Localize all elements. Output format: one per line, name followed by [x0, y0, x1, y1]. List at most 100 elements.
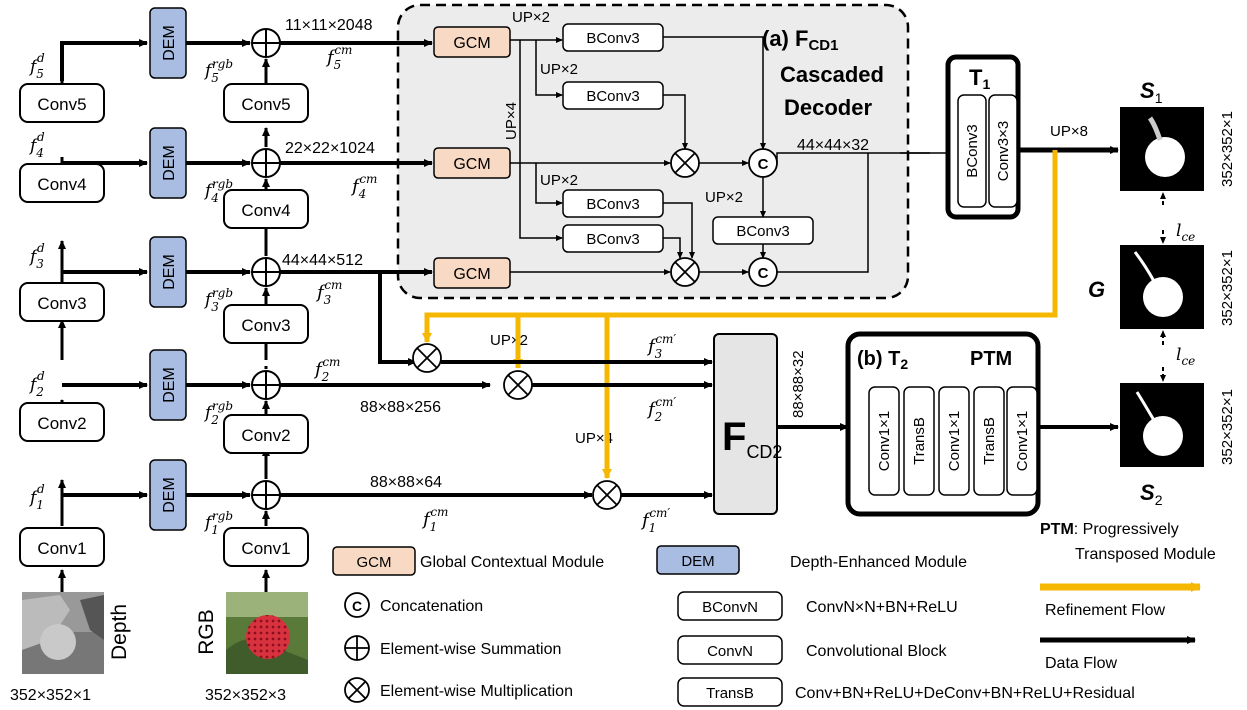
bconv3-d: BConv3 — [562, 224, 664, 253]
svg-text:C: C — [352, 598, 362, 614]
svg-text:Conv4: Conv4 — [241, 201, 290, 220]
svg-text:Conv5: Conv5 — [241, 95, 290, 114]
svg-text:22×22×1024: 22×22×1024 — [285, 140, 375, 157]
sum-3 — [251, 257, 281, 287]
svg-text:BConv3: BConv3 — [736, 223, 789, 240]
svg-text:88×88×64: 88×88×64 — [370, 474, 442, 491]
depth-feature-labels: f5d f4d f3d f2d f1d — [28, 51, 45, 512]
s2-map — [1120, 383, 1204, 467]
svg-text:BConvN: BConvN — [702, 599, 758, 616]
depth-conv2: Conv2 — [19, 402, 105, 442]
svg-text:11×11×2048: 11×11×2048 — [285, 17, 373, 34]
dem-4: DEM — [149, 127, 187, 199]
svg-text:352×352×3: 352×352×3 — [205, 687, 286, 704]
rgb-convs: Conv5 Conv4 Conv3 Conv2 Conv1 — [223, 83, 309, 567]
svg-text:UP×4: UP×4 — [575, 430, 613, 447]
svg-text:UP×2: UP×2 — [490, 332, 528, 349]
rgb-conv3: Conv3 — [223, 304, 309, 344]
svg-text:GCM: GCM — [453, 266, 490, 283]
panel-a-title: (a) FCD1 Cascaded Decoder — [762, 26, 884, 120]
svg-text:f5d: f5d — [28, 51, 45, 81]
t1-block: T1 BConv3 Conv3×3 — [945, 54, 1021, 220]
gcm-3: GCM — [433, 257, 511, 289]
svg-text:Conv3: Conv3 — [37, 294, 86, 313]
dem-5: DEM — [149, 7, 187, 79]
svg-text:352×352×1: 352×352×1 — [10, 687, 91, 704]
sum-4 — [251, 148, 281, 178]
svg-text:f2d: f2d — [28, 369, 45, 399]
rgb-conv5: Conv5 — [223, 83, 309, 123]
depth-input: Depth 352×352×1 — [10, 592, 131, 704]
ptm-block: (b) T2 PTM Conv1×1 TransB Conv1×1 TransB… — [845, 331, 1041, 517]
svg-text:PTM: Progressively: PTM: Progressively — [1040, 521, 1179, 538]
svg-text:Data Flow: Data Flow — [1045, 655, 1117, 672]
bconv3-c: BConv3 — [562, 189, 664, 218]
legend-data: Data Flow — [1040, 636, 1196, 672]
svg-text:UP×8: UP×8 — [1050, 123, 1088, 140]
svg-text:Conv1: Conv1 — [37, 539, 86, 558]
svg-text:BConv3: BConv3 — [586, 231, 639, 248]
svg-text:88×88×256: 88×88×256 — [360, 399, 441, 416]
svg-text:RGB: RGB — [195, 609, 218, 655]
dem-2: DEM — [149, 349, 187, 421]
svg-text:Conv4: Conv4 — [37, 175, 86, 194]
svg-text:f4cm: f4cm — [350, 172, 377, 201]
svg-text:DEM: DEM — [161, 367, 178, 403]
size-labels: 11×11×2048 22×22×1024 44×44×512 88×88×25… — [282, 17, 869, 491]
svg-text:Cascaded: Cascaded — [780, 62, 884, 87]
up-labels: UP×2 UP×2 UP×4 UP×2 UP×2 UP×8 UP×2 UP×4 — [490, 9, 1088, 447]
legend-refine: Refinement Flow — [1040, 582, 1201, 619]
to-fcd2-flows — [441, 358, 1119, 499]
svg-text:f3cm: f3cm — [315, 278, 342, 307]
svg-text:Conv5: Conv5 — [37, 95, 86, 114]
sum-5 — [251, 28, 281, 58]
svg-text:Depth-Enhanced Module: Depth-Enhanced Module — [790, 554, 967, 571]
svg-text:FCD2: FCD2 — [722, 415, 782, 462]
svg-text:Depth: Depth — [108, 604, 131, 660]
rgb-feature-labels: f5rgb f4rgb f3rgb f2rgb f1rgb — [203, 57, 233, 537]
svg-text:DEM: DEM — [161, 254, 178, 290]
svg-text:f5rgb: f5rgb — [203, 57, 233, 85]
g-map — [1120, 245, 1204, 329]
fcd2-size: 88×88×32 — [790, 350, 807, 418]
svg-text:Conv3×3: Conv3×3 — [995, 121, 1012, 181]
rgb-conv4: Conv4 — [223, 189, 309, 229]
svg-text:44×44×512: 44×44×512 — [282, 252, 363, 269]
svg-text:Conv2: Conv2 — [37, 414, 86, 433]
svg-text:f5cm: f5cm — [325, 43, 352, 72]
svg-text:Conv1×1: Conv1×1 — [1014, 411, 1031, 471]
dem-3: DEM — [149, 236, 187, 308]
concat-a-label: C — [758, 156, 769, 173]
depth-conv5: Conv5 — [19, 83, 105, 123]
svg-text:DEM: DEM — [161, 25, 178, 61]
rgb-conv1: Conv1 — [223, 527, 309, 567]
bconv3-b: BConv3 — [562, 81, 664, 110]
concat-b-label: C — [758, 265, 769, 282]
svg-text:352×352×1: 352×352×1 — [1219, 389, 1236, 465]
gcm-5: GCM — [433, 26, 511, 58]
svg-text:BConv3: BConv3 — [964, 124, 981, 177]
gcm-boxes: GCM GCM GCM — [433, 26, 511, 289]
svg-text:Refinement Flow: Refinement Flow — [1045, 602, 1165, 619]
fcd2-block: FCD2 — [713, 333, 782, 515]
bconv3-a: BConv3 — [562, 23, 664, 52]
svg-text:PTM: PTM — [970, 348, 1012, 370]
svg-text:Transposed Module: Transposed Module — [1075, 546, 1216, 563]
fused-flows — [280, 39, 593, 499]
svg-text:Conv1×1: Conv1×1 — [946, 411, 963, 471]
svg-text:UP×2: UP×2 — [705, 189, 743, 206]
svg-text:44×44×32: 44×44×32 — [797, 137, 869, 154]
bconv-boxes: BConv3 BConv3 BConv3 BConv3 BConv3 — [562, 23, 814, 253]
svg-text:T1: T1 — [969, 65, 990, 92]
svg-text:Element-wise Multiplication: Element-wise Multiplication — [380, 683, 573, 700]
gcm-4: GCM — [433, 147, 511, 179]
mult-3 — [412, 343, 442, 373]
mult-b — [670, 257, 700, 287]
dem-boxes: DEM DEM DEM DEM DEM — [149, 7, 187, 531]
svg-text:Conv1: Conv1 — [241, 539, 290, 558]
svg-text:f2cm′: f2cm′ — [646, 395, 676, 424]
